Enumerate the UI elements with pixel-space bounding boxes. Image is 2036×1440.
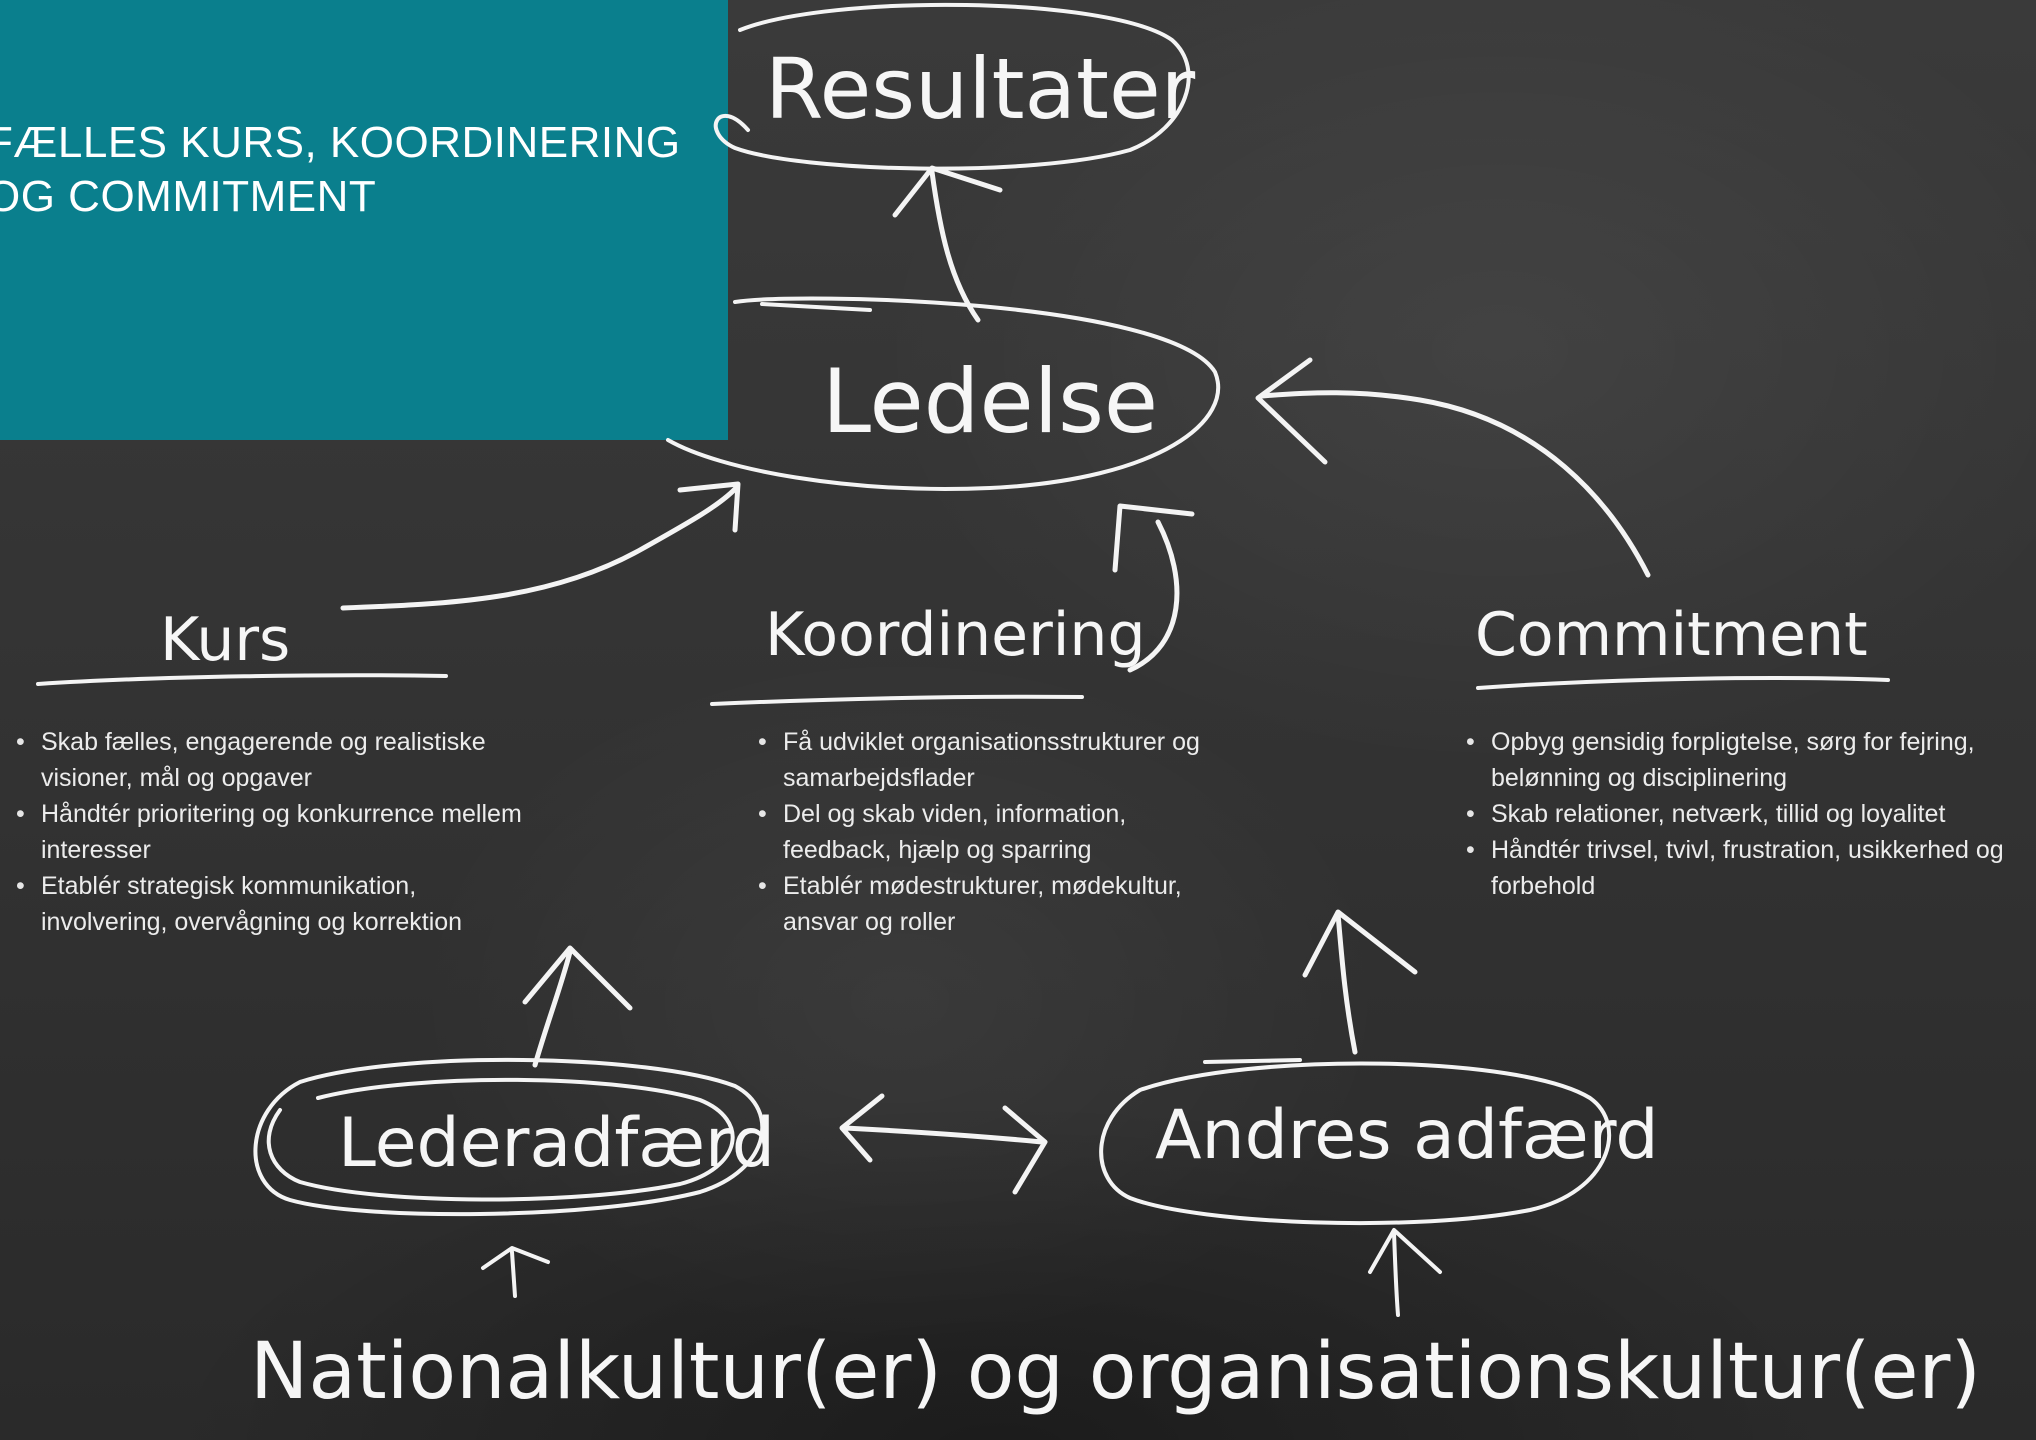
- ledelse-ellipse: [666, 296, 1221, 491]
- andres-adfaerd-ellipse: [1099, 1058, 1612, 1226]
- kurs-underline: [36, 673, 448, 686]
- page-title-line-2: OG COMMITMENT: [0, 172, 377, 221]
- list-item: Etablér strategisk kommunikation, involv…: [16, 868, 536, 940]
- list-item: Skab relationer, netværk, tillid og loya…: [1466, 796, 2026, 832]
- list-item: Del og skab viden, information, feedback…: [758, 796, 1238, 868]
- node-resultater: Resultater: [765, 40, 1196, 138]
- node-kultur: Nationalkultur(er) og organisationskultu…: [250, 1327, 1981, 1417]
- node-lederadfaerd: Lederadfærd: [338, 1104, 775, 1183]
- arrow-commitment-to-ledelse: [1255, 357, 1651, 578]
- arrow-ledelse-to-resultater: [892, 165, 1003, 323]
- node-ledelse: Ledelse: [822, 350, 1158, 453]
- header-panel: FÆLLES KURS, KOORDINERING OG COMMITMENT: [0, 0, 728, 440]
- double-arrow-behaviours: [839, 1093, 1048, 1195]
- list-item: Etablér mødestrukturer, mødekultur, ansv…: [758, 868, 1238, 940]
- list-item: Skab fælles, engagerende og realistiske …: [16, 724, 536, 796]
- list-item: Få udviklet organisationsstrukturer og s…: [758, 724, 1238, 796]
- list-item: Opbyg gensidig forpligtelse, sørg for fe…: [1466, 724, 2026, 796]
- page-title-line-1: FÆLLES KURS, KOORDINERING: [0, 118, 681, 167]
- koordinering-list: Få udviklet organisationsstrukturer og s…: [758, 724, 1238, 940]
- commitment-list: Opbyg gensidig forpligtelse, sørg for fe…: [1466, 724, 2026, 904]
- node-kurs: Kurs: [160, 605, 290, 675]
- arrow-kultur-to-lederadfaerd: [481, 1246, 550, 1298]
- koordinering-underline: [710, 694, 1084, 706]
- commitment-underline: [1476, 676, 1890, 690]
- arrow-andres-adfaerd-up: [1302, 909, 1418, 1055]
- arrow-kultur-to-andres-adfaerd: [1368, 1228, 1442, 1317]
- kurs-list: Skab fælles, engagerende og realistiske …: [16, 724, 536, 940]
- node-koordinering: Koordinering: [765, 600, 1146, 670]
- arrow-koordinering-to-ledelse: [1112, 503, 1195, 673]
- node-commitment: Commitment: [1475, 600, 1868, 670]
- list-item: Håndtér trivsel, tvivl, frustration, usi…: [1466, 832, 2026, 904]
- page-title: FÆLLES KURS, KOORDINERING OG COMMITMENT: [0, 116, 706, 224]
- lederadfaerd-ellipse: [253, 1057, 765, 1217]
- arrow-lederadfaerd-up: [522, 945, 633, 1068]
- list-item: Håndtér prioritering og konkurrence mell…: [16, 796, 536, 868]
- resultater-ellipse: [713, 2, 1191, 171]
- arrow-kurs-to-ledelse: [340, 481, 741, 611]
- node-andres-adfaerd: Andres adfærd: [1155, 1096, 1659, 1175]
